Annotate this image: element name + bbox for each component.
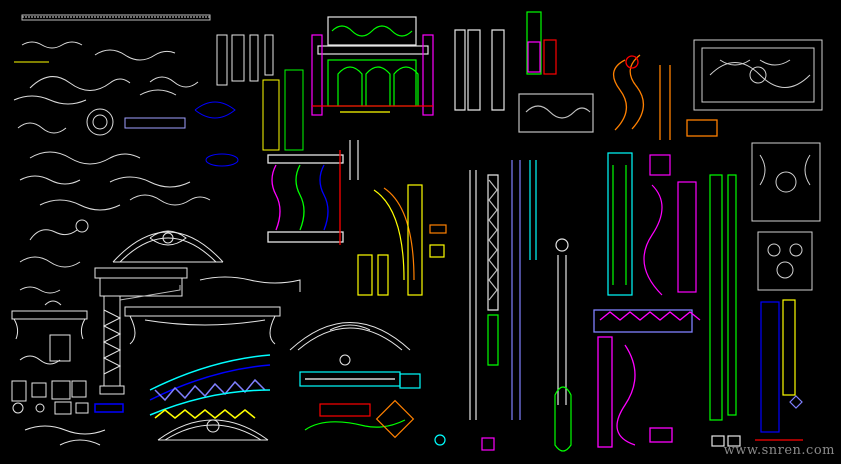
vertical-posts-right[interactable]	[607, 152, 803, 441]
watermark-text: www.snren.com	[723, 443, 835, 458]
tall-columns[interactable]	[454, 29, 572, 452]
ornamental-panel-top-right[interactable]	[693, 39, 823, 111]
balustrade-arcade[interactable]	[311, 16, 434, 116]
crest-ornament-bottom[interactable]	[157, 322, 411, 441]
vertical-moldings-left[interactable]	[194, 34, 304, 167]
baluster-set[interactable]	[267, 150, 344, 245]
table-with-twisted-legs[interactable]	[94, 267, 188, 395]
small-parts-bottom-right[interactable]	[711, 395, 803, 447]
console-with-carved-leg[interactable]	[593, 309, 701, 448]
ornament-library-left[interactable]	[13, 14, 211, 306]
carved-skirt-table[interactable]	[11, 276, 301, 345]
small-parts-bottom-center[interactable]	[299, 371, 495, 451]
arch-pediment[interactable]	[112, 230, 224, 263]
panel-grid-right[interactable]	[751, 142, 821, 291]
twisted-rail-blue[interactable]	[94, 354, 271, 419]
scroll-bracket-orange[interactable]	[613, 54, 718, 140]
carved-panels-gray[interactable]	[518, 11, 594, 133]
small-parts-bottom-left[interactable]	[11, 334, 106, 446]
stringer-and-panels[interactable]	[349, 140, 447, 296]
